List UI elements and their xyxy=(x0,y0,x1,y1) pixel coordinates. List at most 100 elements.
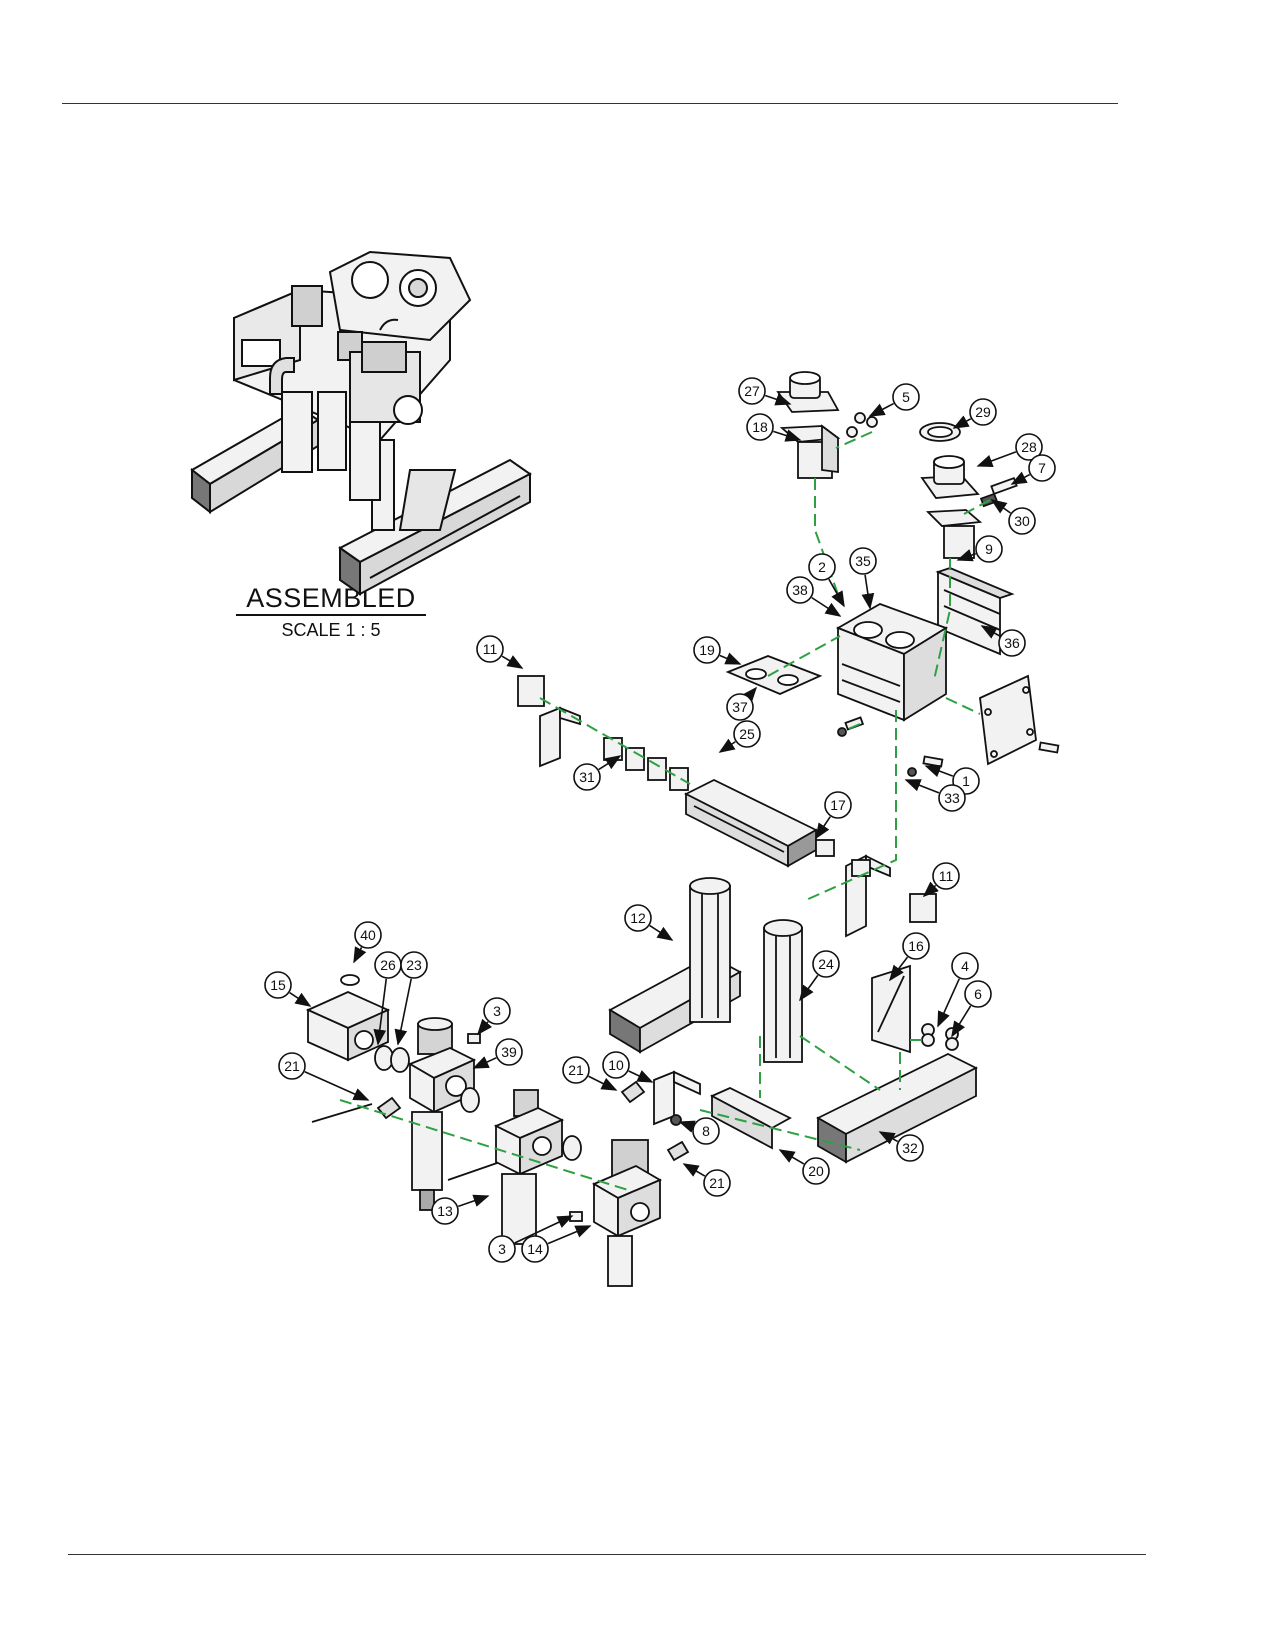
callout-leader xyxy=(514,1215,574,1244)
callout-leader xyxy=(476,1018,493,1036)
callout-14: 14 xyxy=(521,1225,592,1263)
callout-6: 6 xyxy=(951,980,992,1038)
callout-leader xyxy=(1010,471,1031,485)
callout-35: 35 xyxy=(849,547,877,610)
callout-leader xyxy=(922,881,939,898)
callout-2: 2 xyxy=(808,553,845,608)
callout-24: 24 xyxy=(799,950,840,1002)
callout-leader xyxy=(457,1194,490,1208)
callout-leader xyxy=(682,1163,706,1177)
callout-number: 20 xyxy=(808,1163,824,1179)
callout-leader xyxy=(472,1056,497,1069)
callout-leader xyxy=(811,596,842,617)
callout-7: 7 xyxy=(1010,454,1056,485)
callout-number: 5 xyxy=(902,389,910,405)
callout-33: 33 xyxy=(904,779,966,812)
callout-number: 8 xyxy=(702,1123,710,1139)
callout-number: 11 xyxy=(483,641,498,657)
callout-circle xyxy=(1015,433,1043,461)
callout-number: 1 xyxy=(962,773,970,789)
callout-36: 36 xyxy=(980,625,1026,657)
callout-number: 31 xyxy=(579,769,595,785)
callout-leader xyxy=(598,755,622,771)
callout-number: 32 xyxy=(902,1140,918,1156)
callout-leader xyxy=(799,974,819,1002)
callout-40: 40 xyxy=(353,921,382,964)
callout-circle xyxy=(692,1117,720,1145)
callout-circle xyxy=(278,1052,306,1080)
callout-number: 7 xyxy=(1038,460,1046,476)
callout-circle xyxy=(896,1134,924,1162)
callout-circle xyxy=(902,932,930,960)
callout-circle xyxy=(703,1169,731,1197)
callout-39: 39 xyxy=(472,1038,523,1069)
callout-21: 21 xyxy=(682,1163,731,1197)
callout-leader xyxy=(976,451,1017,467)
callout-leader xyxy=(868,402,894,417)
callout-leader xyxy=(741,686,758,704)
callout-number: 30 xyxy=(1014,513,1030,529)
callout-19: 19 xyxy=(693,636,742,665)
callout-leader xyxy=(937,978,960,1028)
callout-circle xyxy=(1008,507,1036,535)
callout-circle xyxy=(849,547,877,575)
callout-leader xyxy=(394,978,413,1046)
callout-circle xyxy=(812,950,840,978)
callout-number: 9 xyxy=(985,541,993,557)
callout-10: 10 xyxy=(602,1051,654,1083)
callout-leader xyxy=(815,816,831,840)
callout-number: 10 xyxy=(608,1057,624,1073)
callout-leader xyxy=(588,1075,618,1091)
callout-leader xyxy=(778,1149,805,1165)
callout-leader xyxy=(678,1120,696,1133)
callout-circle xyxy=(483,997,511,1025)
callout-number: 33 xyxy=(944,790,960,806)
callout-number: 21 xyxy=(568,1062,584,1078)
callout-number: 16 xyxy=(908,938,924,954)
callout-number: 19 xyxy=(699,642,715,658)
callout-circle xyxy=(998,629,1026,657)
callout-circle xyxy=(746,413,774,441)
callout-number: 3 xyxy=(498,1241,506,1257)
callout-32: 32 xyxy=(878,1131,924,1162)
callout-leader xyxy=(649,924,674,941)
callout-leader xyxy=(764,393,792,406)
callout-number: 13 xyxy=(437,1203,453,1219)
callout-circle xyxy=(808,553,836,581)
callout-leader xyxy=(952,415,972,429)
callout-circle xyxy=(975,535,1003,563)
callout-31: 31 xyxy=(573,755,622,791)
callout-number: 21 xyxy=(284,1058,300,1074)
callout-leader xyxy=(628,1070,654,1083)
callout-28: 28 xyxy=(976,433,1043,467)
callout-leader xyxy=(501,655,524,669)
callout-leader xyxy=(878,1131,899,1145)
callout-38: 38 xyxy=(786,576,842,617)
callout-number: 6 xyxy=(974,986,982,1002)
callout-3: 3 xyxy=(476,997,511,1036)
callout-number: 35 xyxy=(855,553,871,569)
callout-number: 12 xyxy=(630,910,646,926)
callout-number: 38 xyxy=(792,582,808,598)
callout-leader xyxy=(547,1225,592,1245)
callout-number: 21 xyxy=(709,1175,725,1191)
callout-number: 26 xyxy=(380,957,396,973)
top-border-line xyxy=(62,103,1118,104)
callout-circle xyxy=(354,921,382,949)
callout-37: 37 xyxy=(726,686,758,721)
callout-3: 3 xyxy=(488,1215,574,1263)
assembled-title: ASSEMBLED xyxy=(236,582,426,616)
callout-leader xyxy=(719,652,742,665)
callout-number: 2 xyxy=(818,559,826,575)
callout-number: 25 xyxy=(739,726,755,742)
callout-circle xyxy=(892,383,920,411)
callout-circle xyxy=(969,398,997,426)
callout-leader xyxy=(861,574,875,610)
callout-16: 16 xyxy=(889,932,930,982)
callout-21: 21 xyxy=(562,1056,618,1091)
callout-circle xyxy=(938,784,966,812)
exploded-view-parts xyxy=(305,371,1060,1287)
callout-leader xyxy=(304,1070,370,1101)
callout-number: 17 xyxy=(830,797,846,813)
